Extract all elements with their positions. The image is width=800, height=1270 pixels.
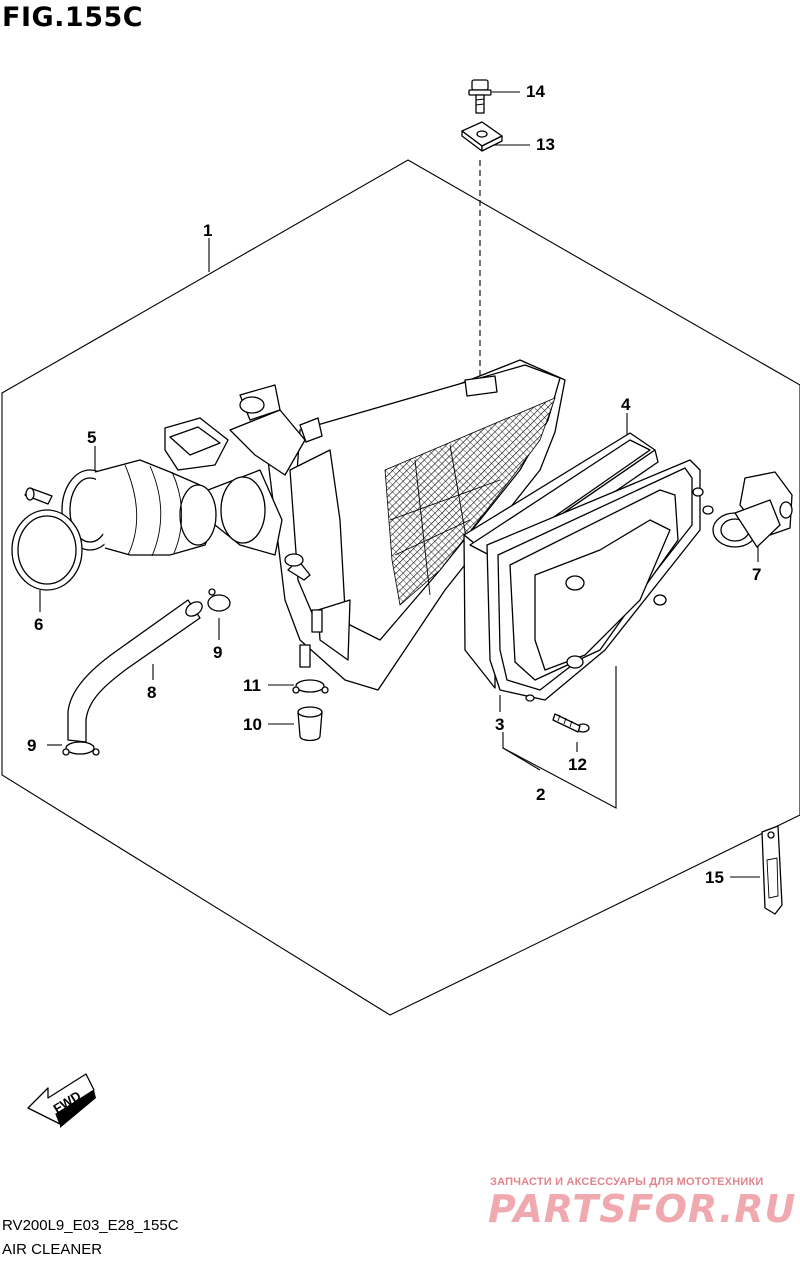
callout-11: 11 (243, 676, 261, 695)
clip-nut-part-13 (461, 121, 503, 152)
watermark-brand: PARTSFOR.RU (488, 1187, 797, 1231)
elbow-part-7 (712, 471, 793, 548)
callout-6: 6 (34, 615, 43, 634)
callout-13: 13 (536, 135, 555, 154)
strap-part-15 (761, 825, 783, 915)
callout-1: 1 (203, 221, 212, 240)
intake-boot-part-5 (61, 459, 217, 557)
drain-hose-part-8 (67, 599, 203, 743)
callout-8: 8 (147, 683, 156, 702)
clamp-part-6 (11, 487, 83, 591)
callout-9-lower: 9 (27, 736, 36, 755)
callout-3: 3 (495, 715, 504, 734)
callout-7: 7 (752, 565, 761, 584)
callout-15: 15 (705, 868, 724, 887)
hose-clip-part-9-upper (207, 588, 231, 612)
figure-name: AIR CLEANER (2, 1241, 103, 1258)
drain-cap-part-10 (297, 706, 323, 742)
callout-12: 12 (568, 755, 587, 774)
watermark-tagline: ЗАПЧАСТИ И АКСЕССУАРЫ ДЛЯ МОТОТЕХНИКИ (490, 1176, 764, 1188)
screw-part-12 (552, 713, 590, 733)
figure-title: FIG.155C (2, 2, 144, 33)
callout-9-upper: 9 (213, 643, 222, 662)
callout-10: 10 (243, 715, 262, 734)
callout-4: 4 (621, 395, 631, 414)
callout-numbers: 1 2 3 4 5 6 7 8 9 9 10 11 12 13 14 15 (27, 82, 761, 887)
figure-code: RV200L9_E03_E28_155C (2, 1217, 179, 1234)
forward-direction-arrow: FWD (27, 1073, 96, 1128)
cover-part-2 (486, 459, 714, 702)
clip-part-11 (292, 679, 329, 694)
callout-5: 5 (87, 428, 96, 447)
assembly-boundary-hexagon (1, 159, 800, 1016)
hose-clip-part-9-lower (62, 741, 100, 756)
callout-14: 14 (526, 82, 545, 101)
air-cleaner-case-part-1 (164, 359, 566, 691)
callout-2: 2 (536, 785, 545, 804)
bolt-part-14 (468, 79, 492, 114)
